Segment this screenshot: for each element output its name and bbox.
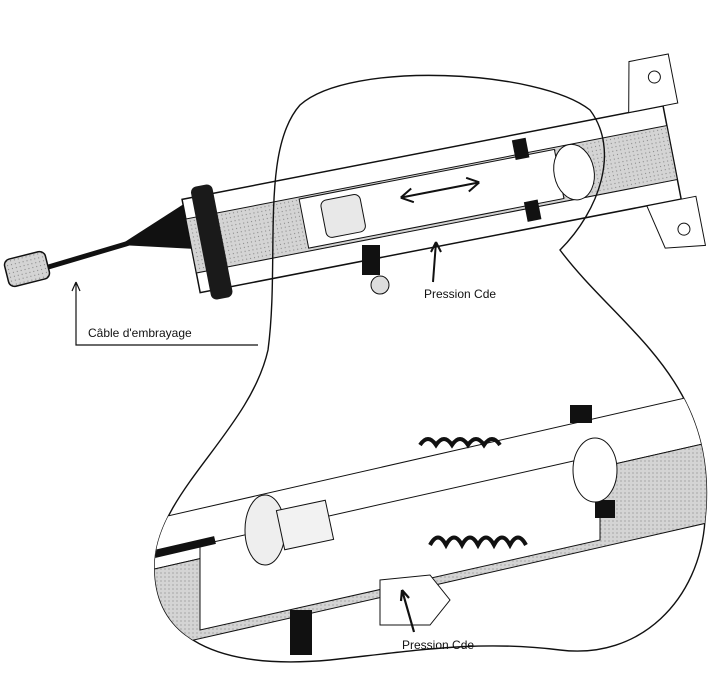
magnified-detail-outline xyxy=(154,74,708,663)
cylinder-assembly xyxy=(181,53,707,300)
clutch-cable xyxy=(3,200,215,288)
pressure-label-top: Pression Cde xyxy=(424,287,497,301)
double-arrow-icon xyxy=(400,176,480,204)
pressure-arrow-top-icon xyxy=(430,241,442,283)
magnified-cylinder xyxy=(154,389,707,655)
cable-label: Câble d'embrayage xyxy=(88,326,192,340)
cable-leader-line xyxy=(71,281,258,346)
bleed-nipple xyxy=(362,245,390,295)
pressure-label-bottom: Pression Cde xyxy=(402,638,475,652)
pressure-arrow-bottom-icon xyxy=(399,589,416,633)
